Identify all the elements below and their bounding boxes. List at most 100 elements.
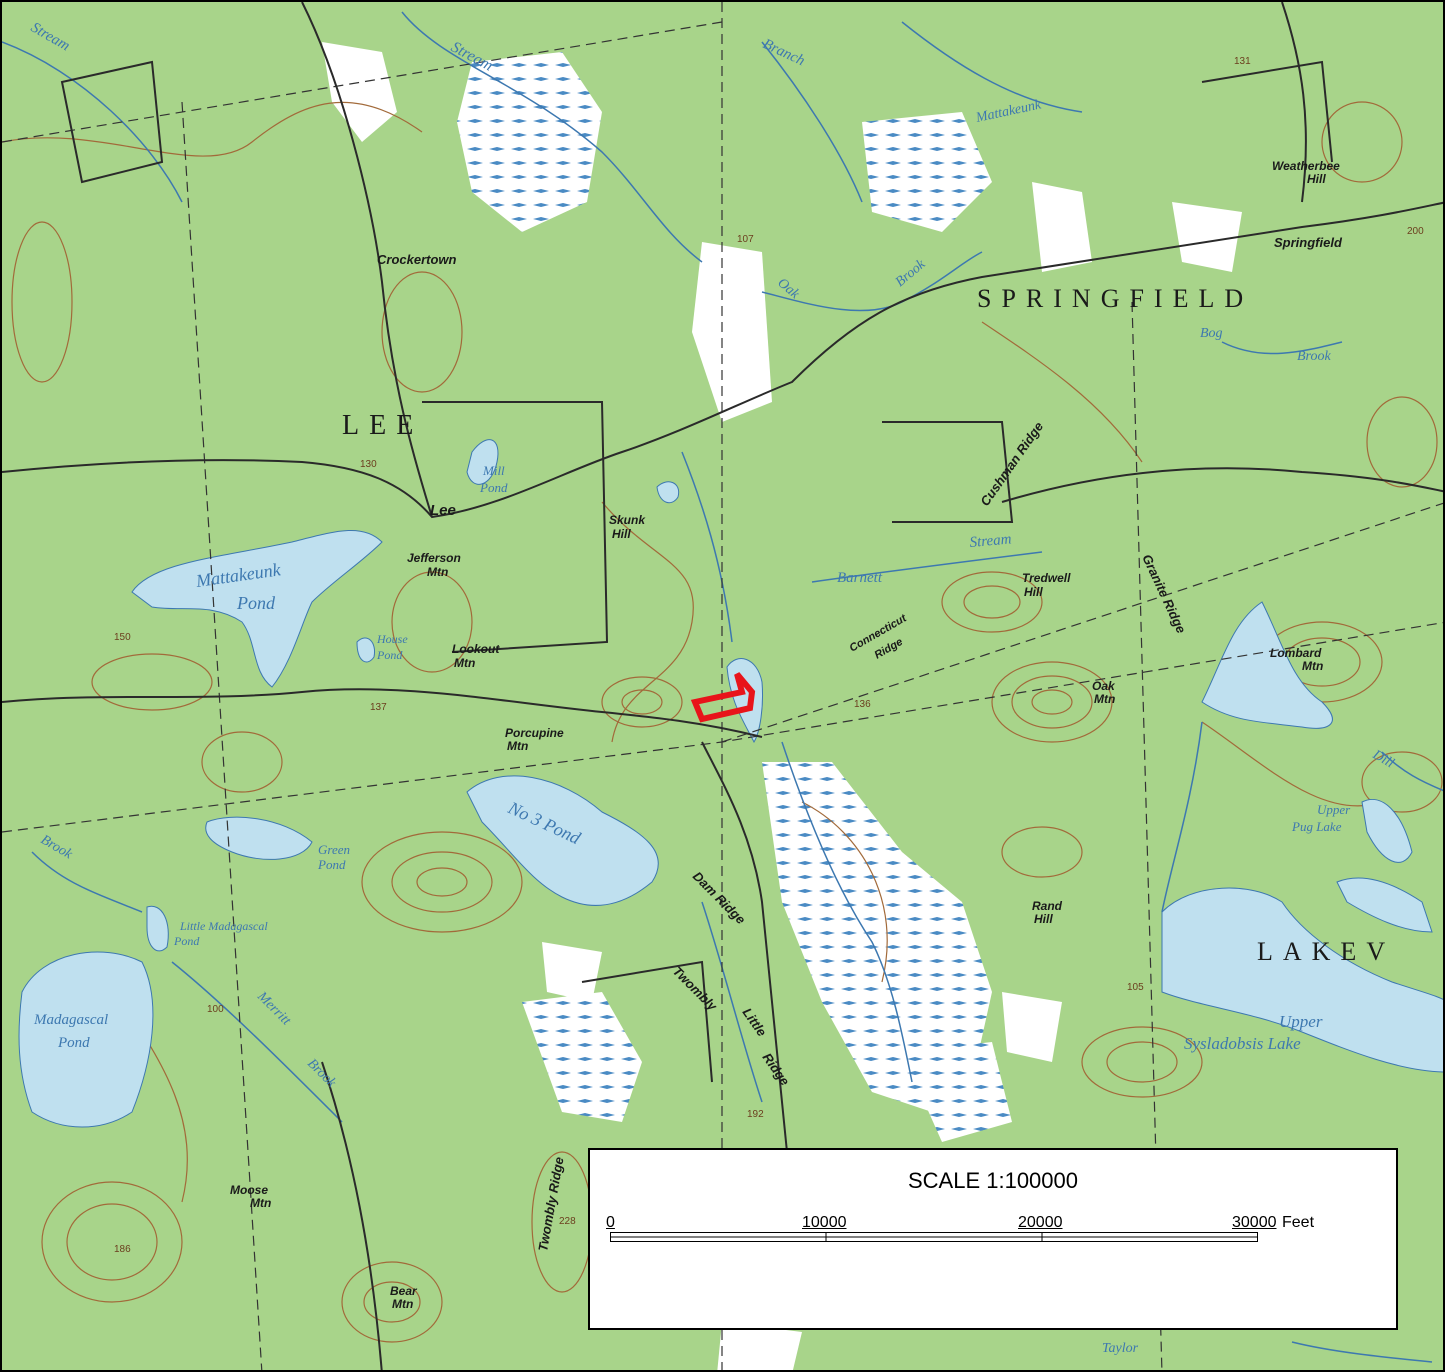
label-little-madagascal: Little Madagascal xyxy=(179,919,268,933)
label-mill-pond: Mill xyxy=(482,463,505,478)
scale-tick-20000: 20000 xyxy=(1018,1214,1063,1231)
mattakeunk-pond xyxy=(131,530,383,688)
scale-tick-10000: 10000 xyxy=(802,1214,847,1231)
label-tredwell: Tredwell xyxy=(1022,571,1071,585)
label-lee-village: Lee xyxy=(430,502,456,519)
green-pond xyxy=(205,816,313,860)
label-moose-2: Mtn xyxy=(250,1196,271,1210)
water-bodies xyxy=(18,439,1443,1128)
label-lookout-2: Mtn xyxy=(454,656,475,670)
elevation-label: 105 xyxy=(1127,982,1144,993)
label-upper-pug-2: Pug Lake xyxy=(1291,819,1342,834)
scale-unit: Feet xyxy=(1282,1214,1315,1231)
label-springfield-village: Springfield xyxy=(1274,235,1343,250)
upper-pond-right xyxy=(1336,877,1433,933)
label-bear: Bear xyxy=(390,1284,418,1298)
label-weatherbee-2: Hill xyxy=(1307,172,1326,186)
label-tredwell-2: Hill xyxy=(1024,585,1043,599)
label-oak: Oak xyxy=(1092,679,1116,693)
elevation-label: 150 xyxy=(114,632,131,643)
marshes xyxy=(457,52,1012,1142)
upper-sysladobsis-lake xyxy=(1161,887,1443,1073)
road-grid-e xyxy=(581,960,713,1083)
label-barnett: Barnett xyxy=(837,570,883,586)
upper-pug-lake xyxy=(1361,799,1413,863)
label-mill-pond-2: Pond xyxy=(479,480,508,495)
label-madagascal-pond: Madagascal xyxy=(33,1012,108,1028)
label-rand-2: Hill xyxy=(1034,912,1053,926)
no3-pond xyxy=(466,775,659,906)
label-lombard-2: Mtn xyxy=(1302,659,1323,673)
label-bear-2: Mtn xyxy=(392,1297,413,1311)
label-rand: Rand xyxy=(1032,899,1063,913)
marsh-central xyxy=(762,762,992,1112)
road-grid-d xyxy=(422,401,609,653)
town-label-lakeview: LAKEV xyxy=(1257,937,1395,966)
road-grid-b xyxy=(882,421,1014,523)
elevation-label: 200 xyxy=(1407,226,1424,237)
label-green-pond: Green xyxy=(318,842,350,857)
road-grid-c xyxy=(1201,60,1333,163)
project-site-outline[interactable] xyxy=(690,672,756,723)
elevation-label: 130 xyxy=(360,459,377,470)
scale-legend: SCALE 1:100000 0 10000 20000 30000 Feet xyxy=(588,1148,1398,1330)
madagascal-pond xyxy=(18,951,154,1128)
elevation-label: 228 xyxy=(559,1216,576,1227)
label-little-madagascal-2: Pond xyxy=(173,934,200,948)
label-lombard: Lombard xyxy=(1270,646,1322,660)
mill-pond xyxy=(466,439,499,485)
label-porcupine: Porcupine xyxy=(505,726,564,740)
scale-tick-30000: 30000 xyxy=(1232,1214,1277,1231)
label-jefferson-2: Mtn xyxy=(427,565,448,579)
label-porcupine-2: Mtn xyxy=(507,739,528,753)
label-stream-mid: Stream xyxy=(969,531,1012,551)
road-grid-a xyxy=(60,60,164,184)
contour-lines xyxy=(2,101,1443,1343)
elevation-label: 107 xyxy=(737,234,754,245)
scale-bar xyxy=(610,1232,1258,1242)
scale-title: SCALE 1:100000 xyxy=(907,1168,1079,1193)
scale-tick-0: 0 xyxy=(606,1214,615,1231)
label-upper-pug: Upper xyxy=(1317,802,1351,817)
label-taylor: Taylor xyxy=(1102,1341,1139,1356)
road-east xyxy=(1001,467,1443,503)
pond-east xyxy=(1201,601,1333,729)
label-house-pond-2: Pond xyxy=(376,648,403,662)
road-southwest xyxy=(321,1061,383,1370)
elevation-label: 137 xyxy=(370,702,387,713)
elevation-label: 100 xyxy=(207,1004,224,1015)
road-northeast xyxy=(1281,2,1307,203)
streams xyxy=(2,11,1443,1363)
elevation-label: 192 xyxy=(747,1109,764,1120)
label-bog: Bog xyxy=(1200,326,1223,341)
label-jefferson: Jefferson xyxy=(407,551,461,565)
town-label-springfield: SPRINGFIELD xyxy=(977,284,1253,313)
label-oak-2: Mtn xyxy=(1094,692,1115,706)
label-lookout: Lookout xyxy=(452,642,500,656)
label-upper-sysladobsis-2: Sysladobsis Lake xyxy=(1184,1034,1301,1053)
label-skunk-2: Hill xyxy=(612,527,631,541)
elevation-label: 136 xyxy=(854,699,871,710)
elevation-label: 186 xyxy=(114,1244,131,1255)
elevation-label: 131 xyxy=(1234,56,1251,67)
label-weatherbee: Weatherbee xyxy=(1272,159,1340,173)
small-pond-upper xyxy=(656,481,680,504)
road-south xyxy=(701,741,793,1203)
label-house-pond: House xyxy=(376,632,408,646)
road-lee-north xyxy=(301,2,433,518)
label-mattakeunk-pond-2: Pond xyxy=(236,593,276,613)
marsh-southeast xyxy=(902,1042,1012,1142)
label-moose: Moose xyxy=(230,1183,268,1197)
town-label-lee: LEE xyxy=(342,410,423,441)
label-bog-brook: Brook xyxy=(1297,349,1331,364)
label-madagascal-pond-2: Pond xyxy=(57,1035,90,1051)
little-madagascal-pond xyxy=(146,905,169,952)
road-west xyxy=(2,688,763,738)
marsh-south xyxy=(522,992,642,1122)
clearings xyxy=(322,42,1242,1370)
house-pond xyxy=(356,637,376,663)
